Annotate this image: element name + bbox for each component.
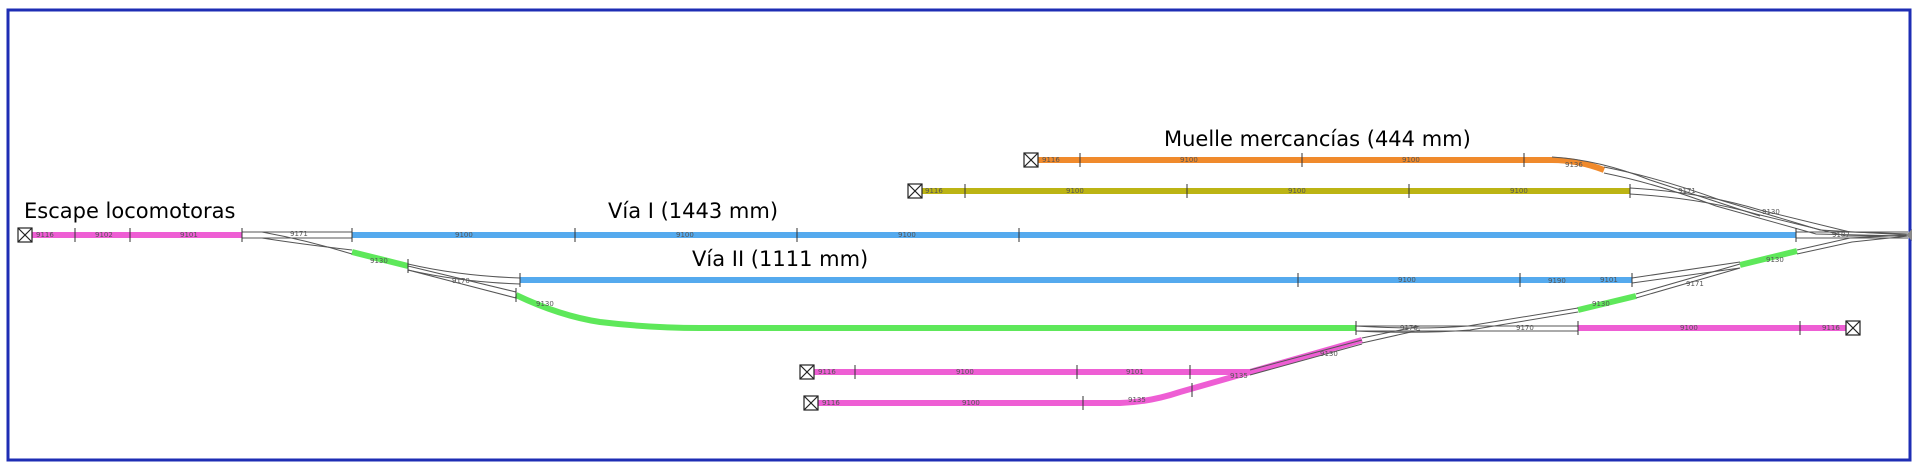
svg-text:9136: 9136 (1565, 161, 1583, 169)
track-green-loop (351, 249, 1356, 331)
label-via-1: Vía I (1443 mm) (608, 199, 778, 223)
svg-text:9100: 9100 (956, 368, 974, 376)
svg-text:9135: 9135 (1128, 396, 1146, 404)
buffer-stop-lower-2 (803, 395, 819, 411)
buffer-stops (17, 152, 1861, 411)
svg-text:9170: 9170 (452, 277, 470, 285)
throat-end-marker (1906, 229, 1912, 241)
svg-text:9100: 9100 (962, 399, 980, 407)
svg-text:9101: 9101 (1600, 276, 1618, 284)
label-muelle-mercancias: Muelle mercancías (444 mm) (1164, 127, 1471, 151)
svg-text:9100: 9100 (1402, 156, 1420, 164)
svg-text:9102: 9102 (95, 231, 113, 239)
buffer-stop-escape (17, 227, 33, 243)
svg-text:9100: 9100 (455, 231, 473, 239)
label-via-2: Vía II (1111 mm) (692, 247, 868, 271)
svg-text:9100: 9100 (1398, 276, 1416, 284)
svg-text:9130: 9130 (370, 257, 388, 265)
svg-text:9100: 9100 (898, 231, 916, 239)
svg-text:9100: 9100 (1066, 187, 1084, 195)
svg-text:9116: 9116 (818, 368, 836, 376)
svg-text:9116: 9116 (925, 187, 943, 195)
track-codes: 9116 9102 9101 9171 9100 9100 9100 9187 … (36, 156, 1850, 407)
svg-text:9130: 9130 (1592, 300, 1610, 308)
svg-text:9100: 9100 (1510, 187, 1528, 195)
svg-text:9135: 9135 (1230, 372, 1248, 380)
track-green-right-upper (1739, 248, 1798, 268)
svg-text:9171: 9171 (1678, 187, 1696, 195)
track-joints (74, 153, 1801, 410)
svg-text:9190: 9190 (1548, 277, 1566, 285)
label-escape-locomotoras: Escape locomotoras (24, 199, 235, 223)
buffer-stop-olive (907, 183, 923, 199)
svg-text:9130: 9130 (1320, 350, 1338, 358)
svg-text:9170: 9170 (1516, 324, 1534, 332)
track-magenta-siding-2 (812, 337, 1363, 406)
buffer-stop-muelle (1023, 152, 1039, 168)
svg-text:9116: 9116 (1822, 324, 1840, 332)
svg-text:9116: 9116 (1042, 156, 1060, 164)
svg-text:9100: 9100 (676, 231, 694, 239)
svg-text:9130: 9130 (1762, 208, 1780, 216)
rail-connections (242, 156, 1909, 376)
svg-text:9116: 9116 (822, 399, 840, 407)
svg-text:9100: 9100 (1288, 187, 1306, 195)
svg-text:9100: 9100 (1680, 324, 1698, 332)
buffer-stop-lower-1 (799, 364, 815, 380)
svg-text:9171: 9171 (290, 230, 308, 238)
buffer-stop-right (1845, 320, 1861, 336)
svg-text:9187: 9187 (1832, 231, 1850, 239)
svg-text:9130: 9130 (536, 300, 554, 308)
svg-text:9170: 9170 (1400, 324, 1418, 332)
svg-text:9130: 9130 (1766, 256, 1784, 264)
svg-text:9171: 9171 (1686, 280, 1704, 288)
track-green-right-lower (1577, 293, 1637, 313)
svg-text:9100: 9100 (1180, 156, 1198, 164)
svg-text:9116: 9116 (36, 231, 54, 239)
track-muelle-mercancias (1036, 157, 1606, 173)
svg-text:9101: 9101 (1126, 368, 1144, 376)
svg-text:9101: 9101 (180, 231, 198, 239)
